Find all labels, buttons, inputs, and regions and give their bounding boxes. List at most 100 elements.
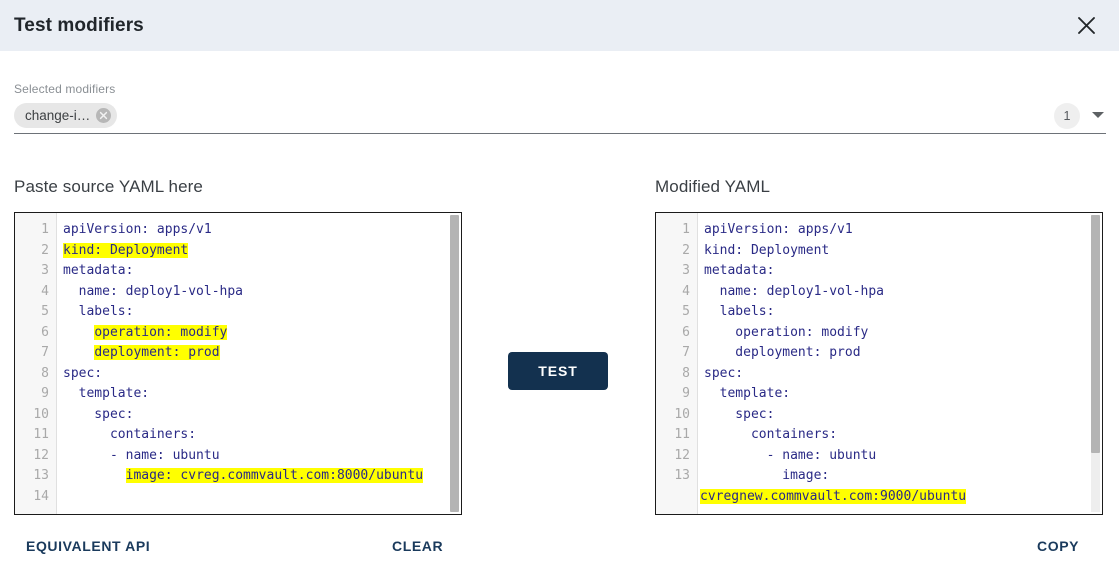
code-line: metadata:	[704, 261, 1102, 282]
line-number: 4	[682, 283, 690, 299]
line-number: 6	[41, 324, 49, 340]
line-number-wrap	[656, 487, 697, 508]
code-text: name: deploy1-vol-hpa	[63, 283, 244, 299]
code-line: apiVersion: apps/v1	[63, 220, 461, 241]
code-text: kind: Deployment	[704, 242, 830, 258]
code-text: containers:	[63, 427, 197, 442]
code-line: - name: ubuntu	[63, 446, 461, 467]
code-text: metadata:	[63, 263, 134, 278]
left-code-area[interactable]: apiVersion: apps/v1 kind: Deployment metad…	[57, 213, 461, 514]
code-text: - name: ubuntu	[704, 447, 877, 463]
code-text: template:	[63, 386, 150, 401]
code-line: template:	[63, 384, 461, 405]
dialog-header: Test modifiers	[0, 0, 1119, 51]
line-number: 1	[41, 222, 49, 237]
test-button[interactable]: TEST	[508, 352, 608, 390]
line-number: 2	[682, 242, 690, 258]
chevron-down-icon[interactable]	[1092, 111, 1104, 118]
code-line: apiVersion: apps/v1	[704, 220, 1102, 241]
selected-modifiers-field[interactable]: change-i… 1	[14, 102, 1106, 134]
code-text	[63, 325, 94, 340]
code-line: spec:	[63, 364, 461, 385]
line-number: 7	[682, 345, 690, 360]
selected-modifiers-controls: 1	[1054, 102, 1106, 129]
code-line: labels:	[63, 302, 461, 323]
right-panel-title: Modified YAML	[655, 177, 771, 196]
line-number: 8	[41, 365, 49, 381]
code-line: kind: Deployment	[704, 241, 1102, 262]
code-highlight: image: cvreg.commvault.com:8000/ubuntu	[125, 468, 424, 483]
code-text: spec:	[63, 365, 103, 381]
code-text: spec:	[704, 365, 744, 381]
line-number: 11	[674, 427, 690, 442]
code-line: deployment: prod	[63, 343, 461, 364]
line-number: 9	[41, 386, 49, 401]
line-number: 10	[674, 406, 690, 422]
line-number: 2	[41, 242, 49, 258]
code-line: spec:	[704, 364, 1102, 385]
code-line: - name: ubuntu	[704, 446, 1102, 467]
code-text: image:	[704, 468, 830, 483]
close-circle-icon[interactable]	[96, 108, 112, 123]
left-panel-title: Paste source YAML here	[14, 177, 203, 196]
code-text: apiVersion: apps/v1	[63, 222, 212, 237]
close-icon	[1077, 16, 1096, 35]
code-line: containers:	[63, 425, 461, 446]
code-text	[63, 345, 94, 360]
page-title: Test modifiers	[14, 14, 144, 36]
modifier-chip[interactable]: change-i…	[14, 103, 118, 128]
line-number: 7	[41, 345, 49, 360]
line-number: 4	[41, 283, 49, 299]
clear-button[interactable]: CLEAR	[392, 538, 444, 554]
code-text: metadata:	[704, 263, 775, 278]
code-text: labels:	[63, 304, 134, 319]
code-text: apiVersion: apps/v1	[704, 222, 853, 237]
line-number: 9	[682, 386, 690, 401]
right-scroll-thumb[interactable]	[1091, 215, 1100, 453]
code-line-wrapped: cvregnew.commvault.com:9000/ubuntu	[698, 487, 1102, 508]
code-text: containers:	[704, 427, 838, 442]
line-number: 5	[41, 304, 49, 319]
close-button[interactable]	[1069, 9, 1103, 43]
code-text: name: deploy1-vol-hpa	[704, 283, 885, 299]
code-line: image: cvreg.commvault.com:8000/ubuntu	[63, 466, 461, 487]
selected-modifiers-label: Selected modifiers	[14, 82, 116, 96]
code-line: deployment: prod	[704, 343, 1102, 364]
left-scroll-thumb[interactable]	[450, 215, 459, 512]
code-line: spec:	[63, 405, 461, 426]
code-line: name: deploy1-vol-hpa	[704, 282, 1102, 303]
line-number: 3	[682, 263, 690, 278]
selected-modifiers-section: Selected modifiers change-i… 1	[14, 82, 1106, 134]
code-line: name: deploy1-vol-hpa	[63, 282, 461, 303]
line-number: 3	[41, 263, 49, 278]
line-number: 14	[33, 488, 49, 504]
line-number: 13	[674, 468, 690, 483]
code-line: template:	[704, 384, 1102, 405]
code-highlight: cvregnew.commvault.com:9000/ubuntu	[700, 488, 967, 504]
code-line: spec:	[704, 405, 1102, 426]
line-number: 1	[682, 222, 690, 237]
code-line	[63, 487, 461, 508]
code-highlight: operation: modify	[94, 324, 228, 340]
left-scrollbar[interactable]	[450, 215, 459, 512]
modifier-chip-label: change-i…	[25, 108, 91, 123]
modifier-count-badge: 1	[1054, 102, 1080, 129]
code-text: deployment: prod	[704, 345, 861, 360]
code-line: containers:	[704, 425, 1102, 446]
line-number: 6	[682, 324, 690, 340]
equivalent-api-button[interactable]: EQUIVALENT API	[26, 538, 151, 554]
line-number: 8	[682, 365, 690, 381]
right-scrollbar[interactable]	[1091, 215, 1100, 512]
right-code-area[interactable]: apiVersion: apps/v1 kind: Deployment metad…	[698, 213, 1102, 514]
copy-button[interactable]: COPY	[1037, 538, 1080, 554]
line-number: 12	[674, 447, 690, 463]
code-line: operation: modify	[63, 323, 461, 344]
code-line: labels:	[704, 302, 1102, 323]
code-text: spec:	[704, 406, 775, 422]
code-highlight: kind: Deployment	[63, 242, 189, 258]
line-number: 13	[33, 468, 49, 483]
